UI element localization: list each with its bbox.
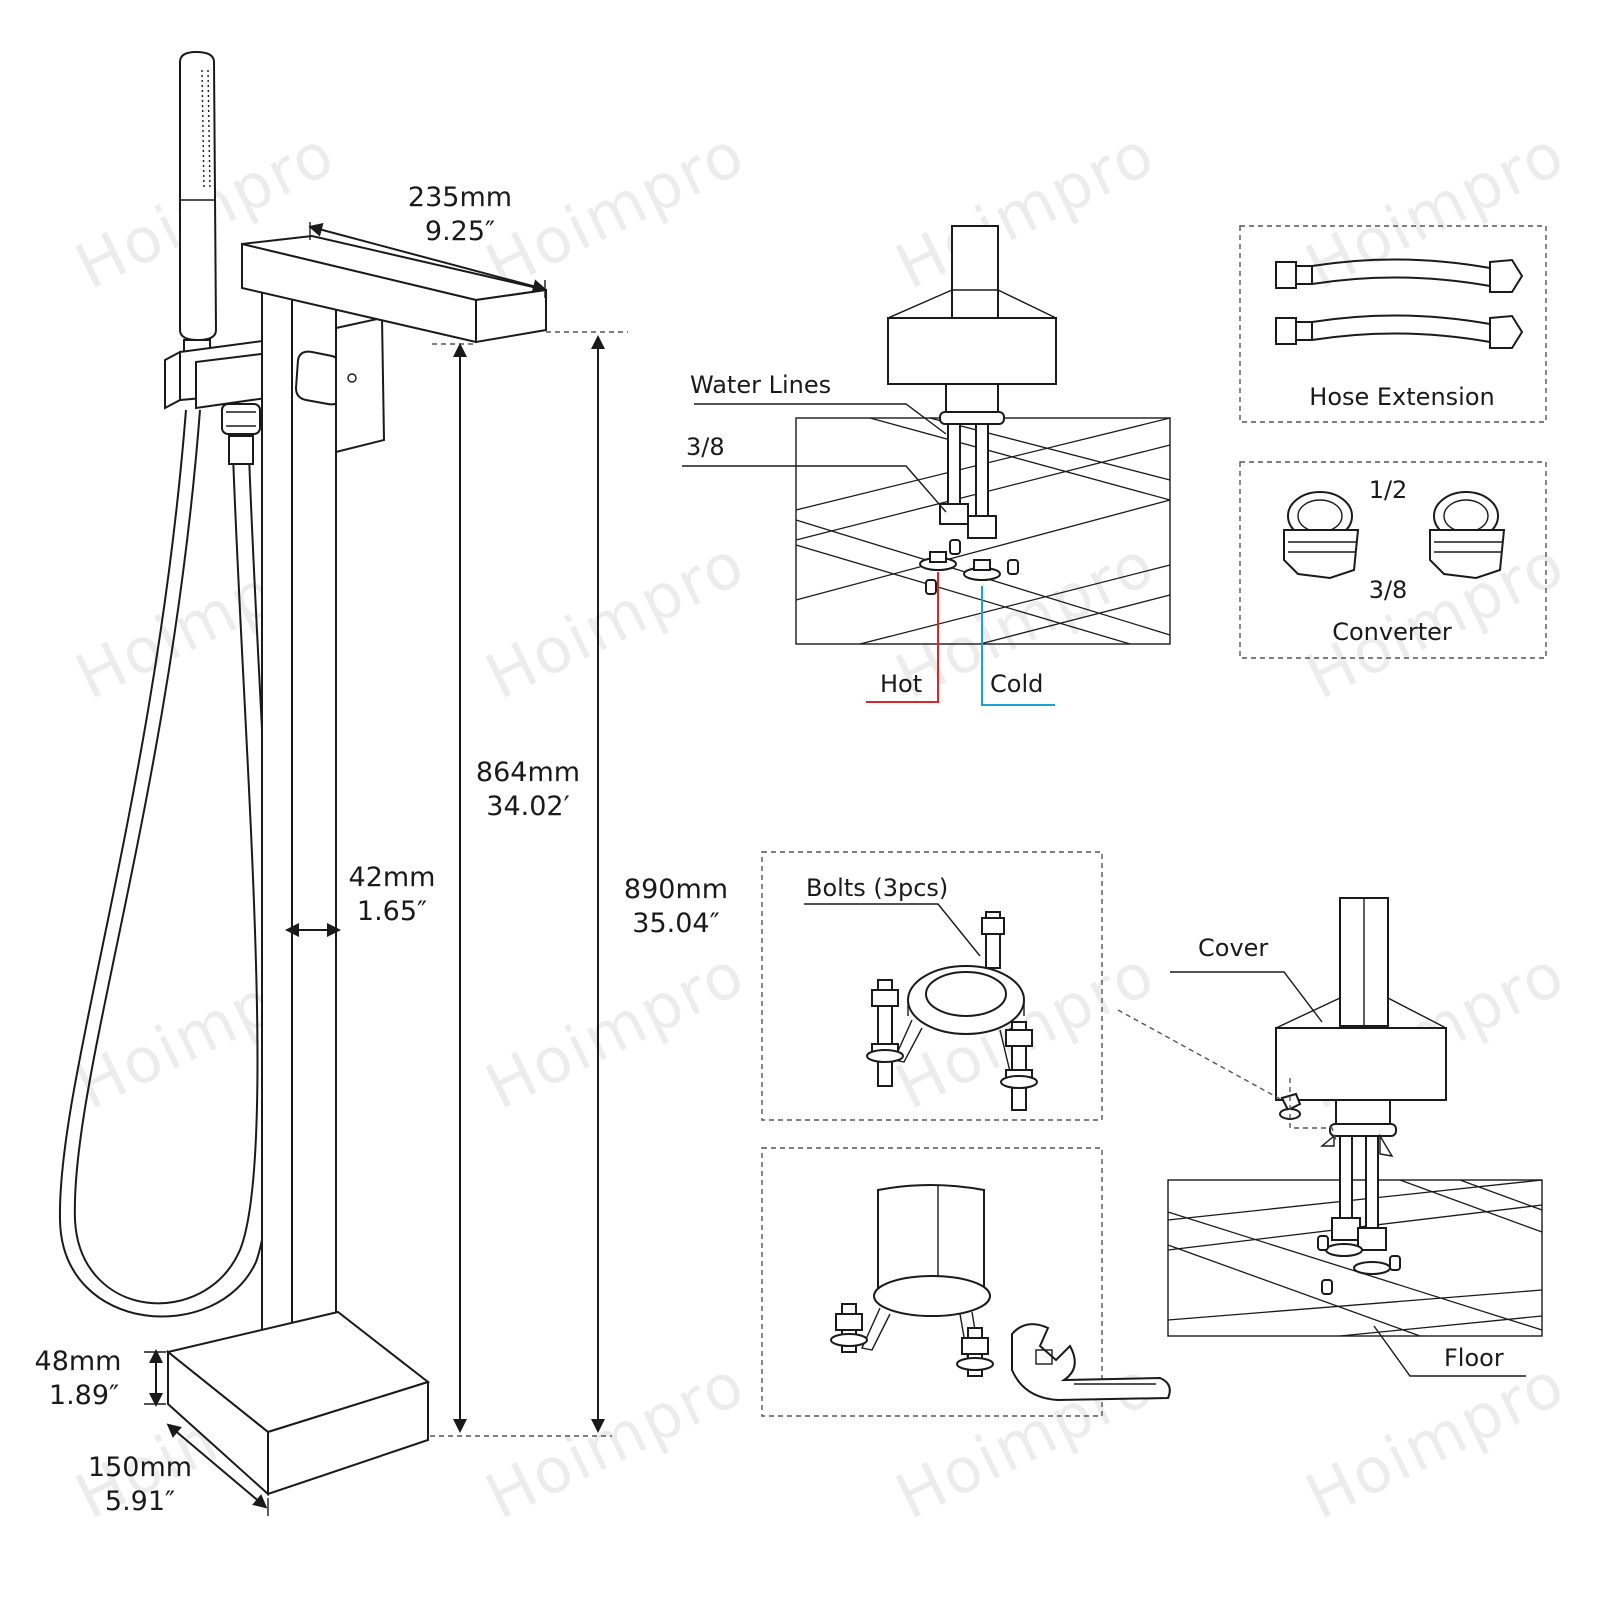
converter-size-bottom: 3/8 (1369, 576, 1408, 604)
watermark: Hoimpro (885, 116, 1167, 303)
converter-1 (1283, 491, 1360, 580)
water-lines-panel (682, 225, 1171, 706)
hose-extension-label: Hose Extension (1309, 383, 1494, 411)
floor-label: Floor (1444, 1344, 1504, 1372)
wrench-icon (1011, 1323, 1171, 1402)
main-pipe (261, 286, 337, 1384)
converter-size-top: 1/2 (1369, 476, 1408, 504)
converter-box (1239, 461, 1547, 659)
dimension-labels: 235mm 9.25″ 864mm 34.02′ 890mm 35.04″ 42… (35, 182, 729, 1517)
converter-label: Converter (1332, 618, 1452, 646)
bolts-label: Bolts (3pcs) (806, 874, 948, 902)
watermark: Hoimpro (475, 1346, 757, 1533)
spout-height-in: 34.02′ (486, 791, 569, 822)
watermark: Hoimpro (475, 526, 757, 713)
pipe-width-mm: 42mm (349, 862, 436, 893)
cover-floor-panel (1117, 897, 1543, 1377)
watermark: Hoimpro (475, 116, 757, 303)
cold-label: Cold (990, 670, 1043, 698)
watermark: Hoimpro (1295, 116, 1577, 303)
hose-2 (1275, 314, 1524, 349)
pipe-width-in: 1.65″ (357, 896, 427, 927)
dimension-lines (144, 222, 628, 1516)
watermark: Hoimpro (475, 936, 757, 1123)
total-height-mm: 890mm (624, 874, 728, 905)
base-width-in: 5.91″ (105, 1486, 175, 1517)
base-width-mm: 150mm (88, 1452, 192, 1483)
hot-line (866, 572, 939, 703)
hose-connector (221, 403, 261, 465)
spout-height-mm: 864mm (476, 757, 580, 788)
base-height-in: 1.89″ (49, 1380, 119, 1411)
wrench-box (761, 1147, 1171, 1417)
total-height-in: 35.04″ (632, 908, 719, 939)
cover-label: Cover (1198, 934, 1268, 962)
converter-2 (1429, 491, 1506, 580)
hose-extension-box (1239, 225, 1547, 423)
watermark: Hoimpro (1295, 1346, 1577, 1533)
hose-1 (1275, 258, 1524, 293)
mixer-handle (294, 316, 386, 454)
pipe-size-label: 3/8 (686, 433, 725, 461)
hot-label: Hot (880, 670, 922, 698)
shower-hose (73, 409, 259, 1305)
cold-line (981, 586, 1055, 706)
spout-length-mm: 235mm (408, 182, 512, 213)
bolts-box (761, 851, 1103, 1121)
base-height-mm: 48mm (35, 1346, 122, 1377)
water-lines-label: Water Lines (690, 371, 831, 399)
spout-length-in: 9.25″ (425, 216, 495, 247)
hand-shower (179, 50, 218, 361)
